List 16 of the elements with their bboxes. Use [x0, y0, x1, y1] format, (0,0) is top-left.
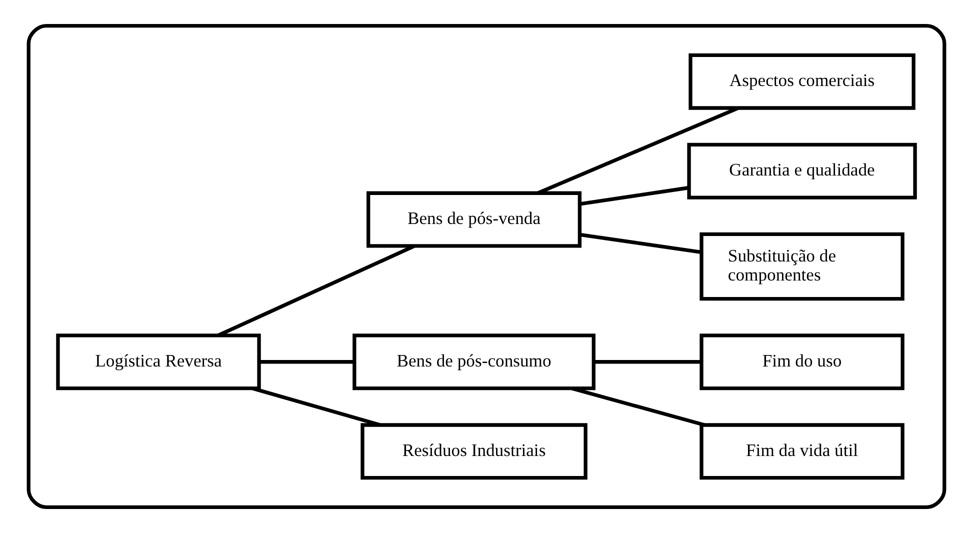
node-box: Bens de pós-venda — [366, 191, 582, 248]
connector — [594, 360, 702, 364]
node-box: Fim do uso — [700, 334, 904, 390]
connector — [259, 360, 354, 364]
node-box: Logística Reversa — [56, 334, 261, 390]
connector — [580, 232, 702, 254]
node-box: Substituição de componentes — [700, 232, 904, 301]
node-box: Fim da vida útil — [700, 423, 904, 480]
node-box: Bens de pós-consumo — [352, 334, 596, 390]
connector — [571, 386, 706, 427]
node-box: Resíduos Industriais — [360, 423, 588, 480]
node-box: Garantia e qualidade — [687, 142, 917, 200]
node-box: Aspectos comerciais — [688, 53, 916, 110]
cluster — [26, 24, 946, 510]
connector — [580, 186, 690, 206]
connector — [252, 386, 381, 427]
